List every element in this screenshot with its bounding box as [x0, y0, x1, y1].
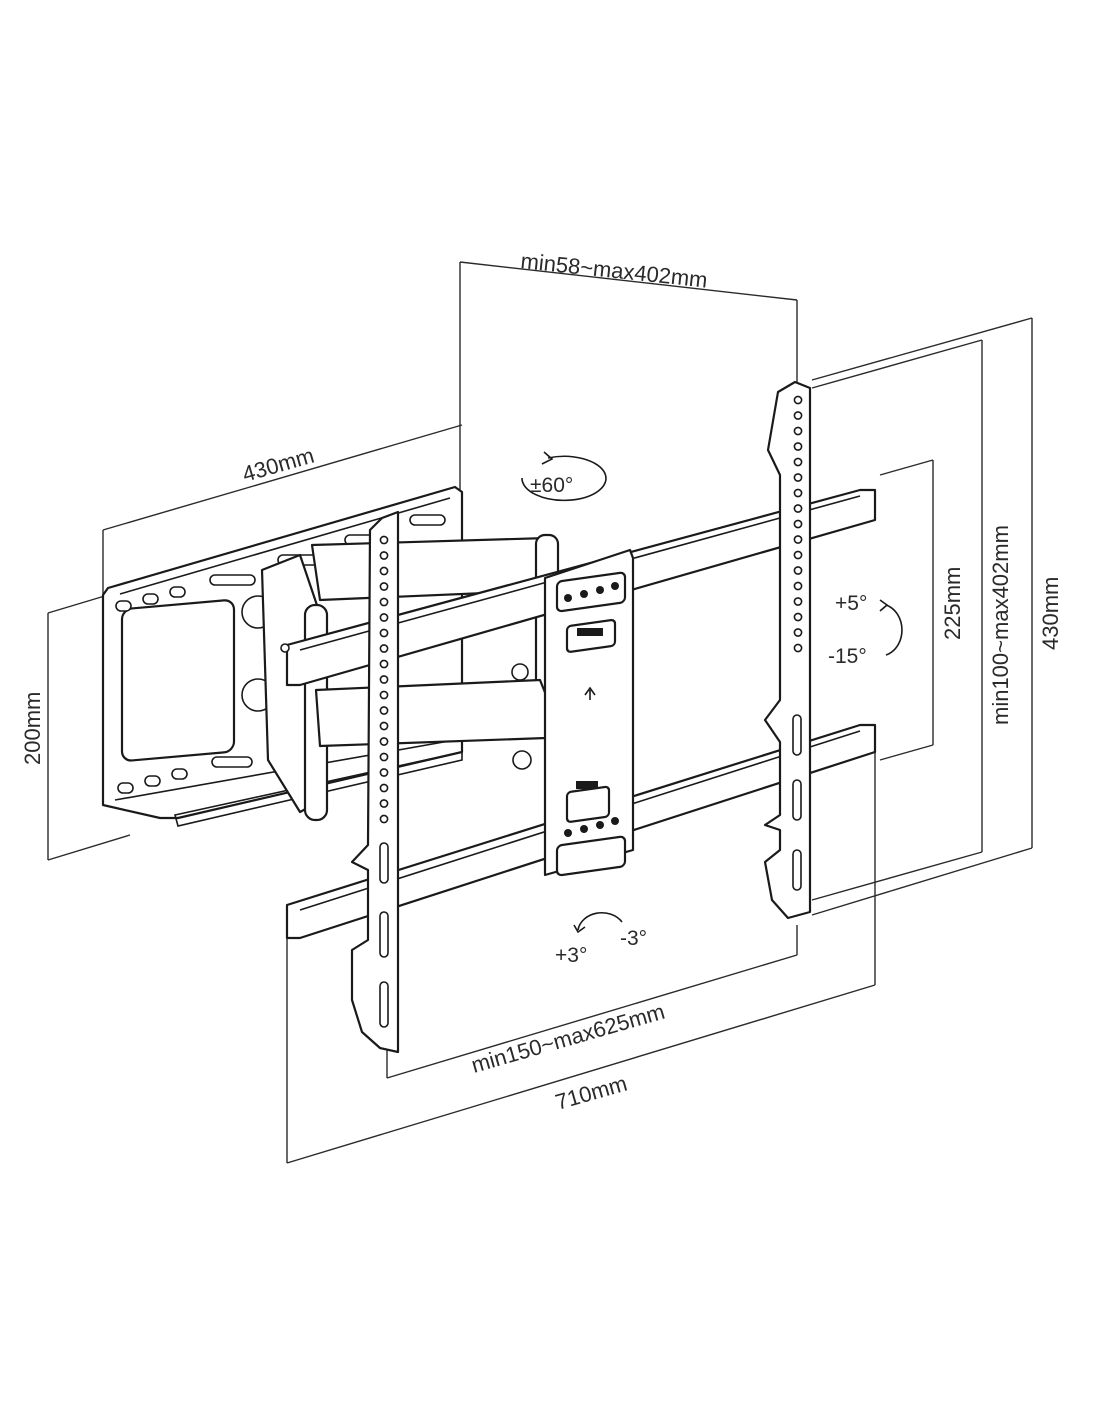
- swivel-symbol: ±60°: [521, 451, 607, 502]
- mounting-hole: [793, 550, 803, 560]
- mounting-hole: [379, 582, 389, 591]
- mounting-hole: [793, 473, 803, 482]
- mounting-hole: [793, 488, 803, 498]
- mounting-hole: [379, 799, 389, 808]
- mounting-hole: [379, 597, 389, 607]
- mounting-hole: [793, 597, 803, 606]
- wall-plate-height-label: 200mm: [20, 692, 45, 765]
- mounting-hole: [793, 395, 803, 405]
- bracket-height-label: 430mm: [1038, 577, 1063, 650]
- mounting-hole: [793, 426, 803, 436]
- mounting-hole: [793, 442, 803, 451]
- bracket-width-label: 710mm: [552, 1071, 629, 1115]
- mounting-hole: [379, 690, 389, 700]
- mounting-hole: [379, 768, 389, 777]
- mounting-hole: [793, 457, 803, 467]
- mounting-hole: [793, 643, 803, 653]
- mounting-hole: [379, 814, 389, 824]
- mounting-hole: [379, 551, 389, 560]
- mounting-hole: [793, 519, 803, 529]
- depth-label: min58~max402mm: [519, 248, 708, 292]
- tilt-down-label: -15°: [828, 645, 867, 668]
- carriage-slots: [555, 571, 627, 877]
- mounting-hole: [379, 535, 389, 545]
- mounting-hole: [379, 659, 389, 669]
- mounting-hole: [379, 613, 389, 622]
- mounting-hole: [379, 644, 389, 653]
- mounting-hole: [793, 535, 803, 544]
- mounting-hole: [379, 737, 389, 746]
- mounting-hole: [793, 581, 803, 591]
- mounting-hole: [379, 628, 389, 638]
- horizontal-range-label: min150~max625mm: [468, 999, 667, 1078]
- dimension-lines: [47, 261, 1033, 1164]
- mounting-hole: [793, 566, 803, 575]
- mounting-hole: [379, 752, 389, 762]
- vertical-arm-left: [280, 510, 400, 1054]
- level-symbol: +3° -3°: [555, 911, 647, 967]
- center-carriage: [543, 548, 635, 877]
- tilt-symbol: +5° -15°: [828, 592, 903, 668]
- level-minus-label: -3°: [620, 927, 647, 950]
- mounting-hole: [793, 628, 803, 637]
- vertical-arm-right: [763, 380, 812, 920]
- vertical-arm-right-holes: [793, 395, 803, 653]
- mounting-hole: [793, 612, 803, 622]
- mounting-hole: [379, 706, 389, 715]
- vertical-range-label: min100~max402mm: [988, 525, 1013, 725]
- mounting-hole: [379, 675, 389, 684]
- mounting-hole: [793, 504, 803, 513]
- mounting-hole: [793, 411, 803, 420]
- tilt-up-label: +5°: [835, 592, 867, 615]
- swivel-angle-label: ±60°: [530, 474, 573, 497]
- mounting-hole: [379, 783, 389, 793]
- level-plus-label: +3°: [555, 944, 587, 967]
- hole-spacing-label: 225mm: [940, 567, 965, 640]
- vertical-arm-left-holes: [379, 535, 389, 824]
- wall-plate-width-label: 430mm: [239, 443, 316, 487]
- mounting-hole: [379, 566, 389, 576]
- mounting-hole: [379, 721, 389, 731]
